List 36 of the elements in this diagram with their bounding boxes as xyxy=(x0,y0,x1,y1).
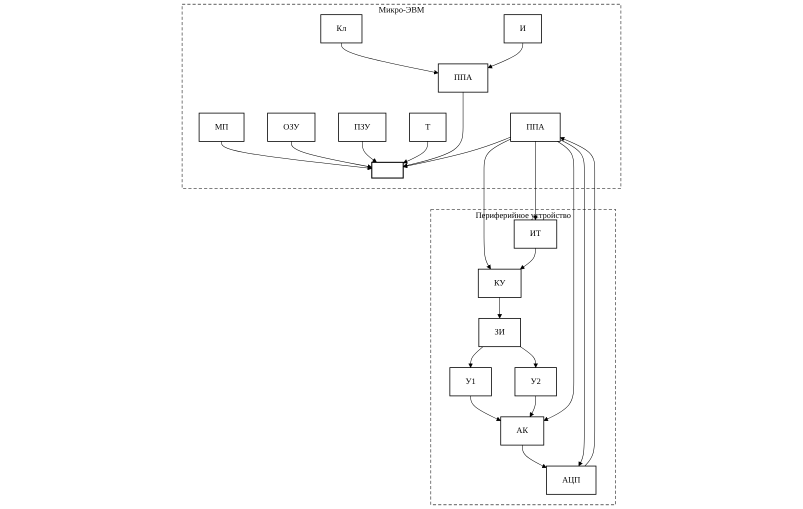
arrow xyxy=(468,346,484,368)
arrow xyxy=(560,139,585,466)
arrow xyxy=(544,141,574,421)
arrow xyxy=(403,92,464,168)
node-box: У2 xyxy=(514,367,557,396)
arrow xyxy=(403,136,511,168)
arrow xyxy=(362,141,377,163)
node-box: Кл xyxy=(320,14,362,44)
node-box: АЦП xyxy=(546,466,596,495)
arrow xyxy=(522,444,547,468)
node-box: Т xyxy=(409,112,446,142)
node-box: ППА xyxy=(510,112,561,142)
arrow xyxy=(488,42,524,68)
arrow xyxy=(520,346,538,368)
node-box: ПЗУ xyxy=(338,112,386,142)
node-box: КУ xyxy=(478,268,522,298)
node-bar xyxy=(371,162,404,179)
node-box: ЗИ xyxy=(478,318,521,348)
arrow xyxy=(403,141,428,164)
node-box: АК xyxy=(500,416,544,446)
node-box: У1 xyxy=(449,367,492,396)
arrow xyxy=(484,138,511,270)
arrow xyxy=(221,141,372,170)
arrow xyxy=(533,141,538,220)
node-box: ОЗУ xyxy=(267,112,316,142)
arrow xyxy=(530,396,536,418)
arrow xyxy=(520,248,536,270)
arrow xyxy=(497,297,502,319)
node-box: И xyxy=(504,14,542,44)
arrow xyxy=(291,141,372,169)
node-box: ППА xyxy=(438,64,488,93)
arrow xyxy=(470,396,501,421)
node-box: ИТ xyxy=(514,220,558,249)
arrow xyxy=(341,42,438,74)
arrow xyxy=(560,136,596,466)
node-box: МП xyxy=(198,112,244,142)
